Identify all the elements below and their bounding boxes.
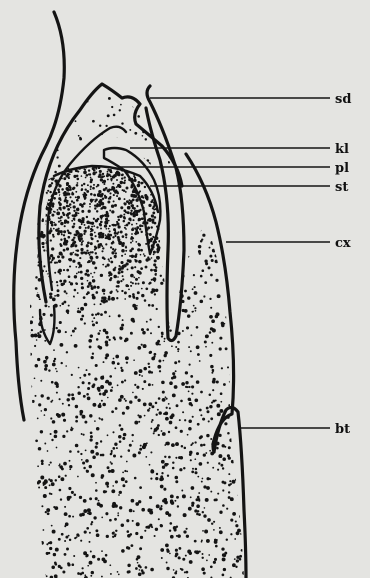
- label-pl: pl: [335, 161, 349, 176]
- label-kl: kl: [335, 142, 349, 157]
- sd-long-lobe-outline: [146, 86, 184, 341]
- label-bt: bt: [335, 422, 350, 437]
- label-st: st: [335, 180, 348, 195]
- label-cx: cx: [335, 236, 351, 251]
- label-sd: sd: [335, 92, 351, 107]
- left-lobe-outline: [40, 306, 55, 344]
